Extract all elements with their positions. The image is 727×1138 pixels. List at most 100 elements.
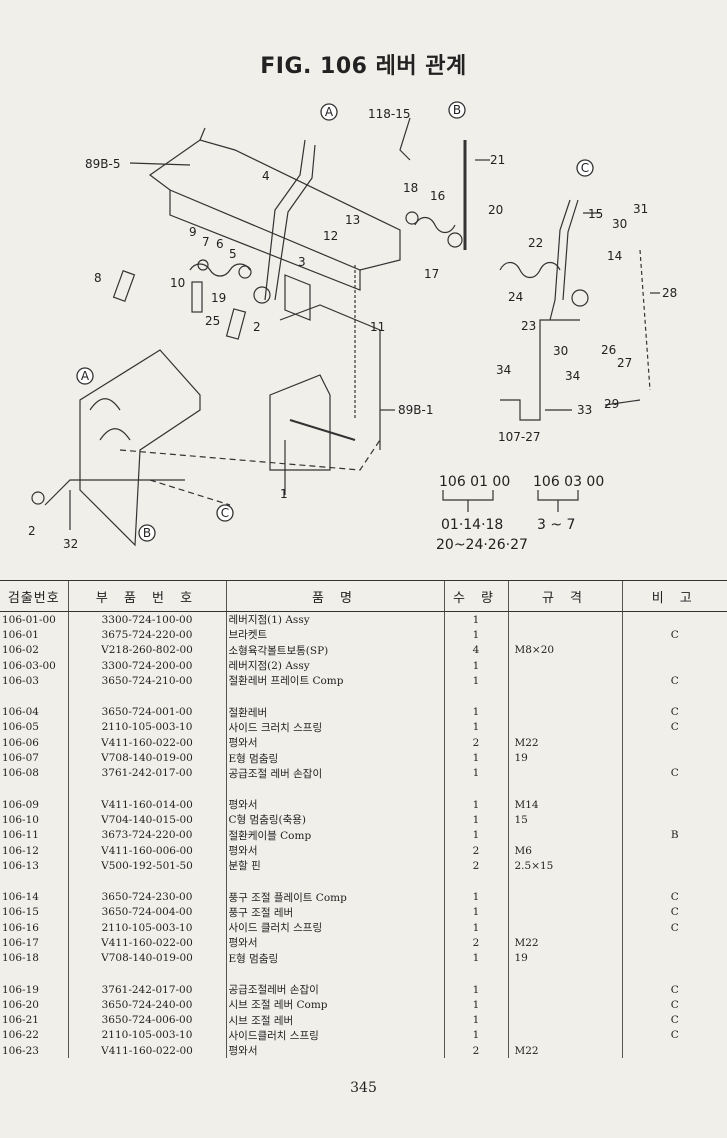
cell-part-name: [225, 688, 444, 705]
table-row: [0, 873, 727, 890]
cell-part-number: 3650-724-004-00: [67, 904, 226, 921]
cell-spec: [507, 765, 622, 781]
cell-note: [621, 965, 727, 982]
cell-note: [621, 611, 727, 628]
cell-part-name: 소형육각볼트보통(SP): [225, 642, 444, 658]
cell-quantity: 1: [443, 1012, 508, 1028]
cell-note: C: [621, 719, 727, 736]
cell-note: C: [621, 673, 727, 689]
cell-note: [621, 750, 727, 766]
cell-note: [621, 812, 727, 828]
cell-note: C: [621, 765, 727, 781]
part-label: 10: [170, 276, 185, 290]
cell-part-name: 시브 조절 레버: [225, 1012, 444, 1028]
cell-quantity: [443, 780, 508, 797]
part-label: 22: [528, 236, 543, 250]
cell-spec: [507, 904, 622, 921]
cell-spec: [507, 611, 622, 628]
cell-code: 106-19: [2, 983, 39, 996]
part-label: 28: [662, 286, 677, 300]
part-label: 4: [262, 169, 270, 183]
cell-code: [0, 781, 68, 797]
cell-spec: [507, 873, 622, 890]
cell-part-number: V500-192-501-50: [67, 858, 226, 874]
cell-part-number: [67, 780, 226, 797]
cell-spec: [507, 688, 622, 705]
part-label: 2: [253, 320, 261, 334]
part-label: 21: [490, 153, 505, 167]
cell-code: 106-17: [2, 936, 39, 949]
cell-part-number: V411-160-022-00: [67, 1043, 226, 1059]
cell-part-number: 3673-724-220-00: [67, 827, 226, 843]
page-number: 345: [350, 1080, 377, 1096]
cell-quantity: 1: [443, 812, 508, 828]
cell-code: 106-12: [2, 844, 39, 857]
exploded-parts-diagram: A B C A B C 89B-5 118-15 4 21 18 16 20 1…: [28, 101, 677, 553]
part-label: 23: [521, 319, 536, 333]
cell-part-name: 브라켓트: [225, 627, 444, 643]
cell-note: [621, 935, 727, 951]
part-label: 33: [577, 403, 592, 417]
part-label: 2: [28, 524, 36, 538]
cell-quantity: 2: [443, 858, 508, 874]
cell-spec: [507, 1027, 622, 1044]
cell-quantity: 1: [443, 719, 508, 736]
cell-note: [621, 950, 727, 966]
cell-part-name: 풍구 조절 플레이트 Comp: [225, 889, 444, 905]
cell-part-number: 3761-242-017-00: [67, 981, 226, 998]
part-label: 1: [280, 487, 288, 501]
cell-code: 106-01-00: [2, 613, 56, 626]
cell-part-number: 3650-724-001-00: [67, 704, 226, 720]
cell-quantity: 1: [443, 997, 508, 1013]
part-label: 24: [508, 290, 523, 304]
cell-quantity: 2: [443, 735, 508, 751]
cell-part-name: 사이드 클러치 스프링: [225, 920, 444, 936]
cell-code: 106-09: [2, 798, 39, 811]
cell-note: C: [621, 981, 727, 998]
callout-a-top: A: [325, 105, 334, 119]
part-label: 7: [202, 235, 210, 249]
cell-part-number: V411-160-006-00: [67, 842, 226, 859]
part-label: 30: [612, 217, 627, 231]
cell-code: 106-18: [2, 952, 39, 965]
cell-spec: M22: [507, 735, 622, 751]
part-label: 26: [601, 343, 616, 357]
cell-note: C: [621, 1012, 727, 1028]
cell-part-name: 평와서: [225, 935, 444, 951]
cell-part-number: 3650-724-240-00: [67, 997, 226, 1013]
callout-a-bottom: A: [81, 369, 90, 383]
cell-note: C: [621, 704, 727, 720]
legend-range-2: 3 ~ 7: [537, 517, 575, 533]
header-cell: 비 고: [621, 580, 727, 612]
part-label: 29: [604, 397, 619, 411]
cell-spec: M8×20: [507, 642, 622, 658]
part-label: 32: [63, 537, 78, 551]
cell-code: 106-02: [2, 644, 39, 657]
figure-title: FIG. 106 레버 관계: [260, 54, 467, 79]
cell-spec: [507, 657, 622, 674]
cell-part-number: 3300-724-200-00: [67, 657, 226, 674]
cell-spec: M22: [507, 1043, 622, 1059]
cell-quantity: 1: [443, 765, 508, 781]
cell-spec: [507, 719, 622, 736]
part-label: 11: [370, 320, 385, 334]
cell-part-number: [67, 873, 226, 890]
cell-note: C: [621, 627, 727, 643]
part-label: 34: [565, 369, 580, 383]
table-row: [0, 780, 727, 797]
cell-part-name: 공급조절레버 손잡이: [225, 981, 444, 998]
legend-code-1: 106 01 00: [439, 474, 510, 490]
